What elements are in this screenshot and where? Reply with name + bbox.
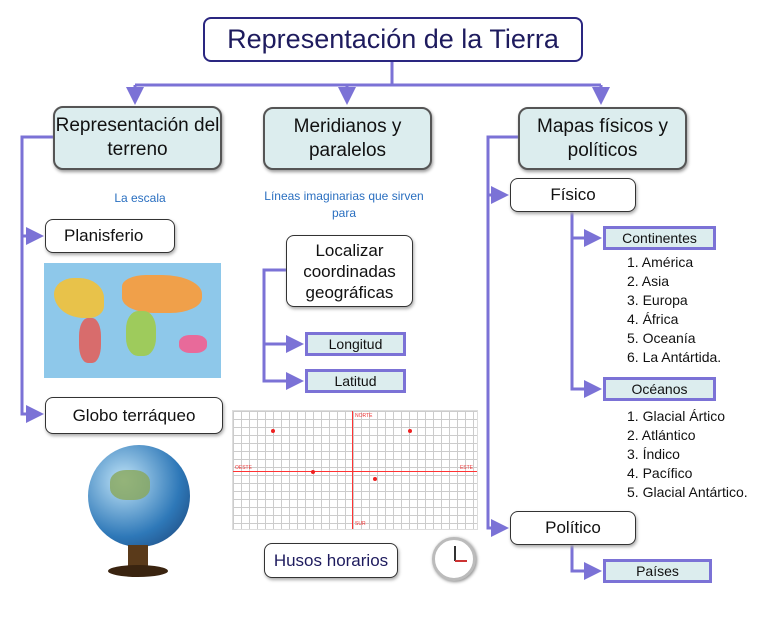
node-representacion-terreno: Representación del terreno — [53, 106, 222, 170]
node-globo: Globo terráqueo — [45, 397, 223, 434]
node-fisico: Físico — [510, 178, 636, 212]
list-item: 3. Europa — [627, 292, 688, 308]
list-item: 4. África — [627, 311, 679, 327]
node-husos: Husos horarios — [264, 543, 398, 578]
continent-list: 1. América 2. Asia 3. Europa 4. África 5… — [627, 253, 721, 367]
coordinate-grid-map: NORTE SUR ESTE OESTE — [232, 410, 478, 530]
list-item: 4. Pacífico — [627, 465, 693, 481]
node-paises: Países — [603, 559, 712, 583]
node-politico: Político — [510, 511, 636, 545]
node-meridianos-paralelos: Meridianos y paralelos — [263, 107, 432, 170]
list-item: 2. Atlántico — [627, 427, 696, 443]
note-escala: La escala — [114, 191, 166, 205]
list-item: 2. Asia — [627, 273, 670, 289]
ocean-list: 1. Glacial Ártico 2. Atlántico 3. Índico… — [627, 407, 748, 502]
list-item: 6. La Antártida. — [627, 349, 722, 365]
note-lineas: Líneas imaginarias que sirven para — [264, 189, 424, 220]
node-longitud: Longitud — [305, 332, 406, 356]
node-planisferio: Planisferio — [45, 219, 175, 253]
globe-image — [80, 445, 195, 580]
node-continentes: Continentes — [603, 226, 716, 250]
list-item: 3. Índico — [627, 446, 680, 462]
node-mapas: Mapas físicos y políticos — [518, 107, 687, 170]
list-item: 1. América — [627, 254, 694, 270]
list-item: 5. Glacial Antártico. — [627, 484, 748, 500]
map-label-south: SUR — [355, 521, 366, 527]
list-item: 5. Oceanía — [627, 330, 696, 346]
title-box: Representación de la Tierra — [203, 17, 583, 62]
node-oceanos: Océanos — [603, 377, 716, 401]
world-map-image — [44, 263, 221, 378]
list-item: 1. Glacial Ártico — [627, 408, 726, 424]
node-latitud: Latitud — [305, 369, 406, 393]
node-localizar: Localizar coordinadas geográficas — [286, 235, 413, 307]
map-label-west: OESTE — [235, 465, 252, 471]
map-label-north: NORTE — [355, 413, 373, 419]
map-label-east: ESTE — [459, 465, 473, 471]
clock-icon — [432, 537, 476, 581]
